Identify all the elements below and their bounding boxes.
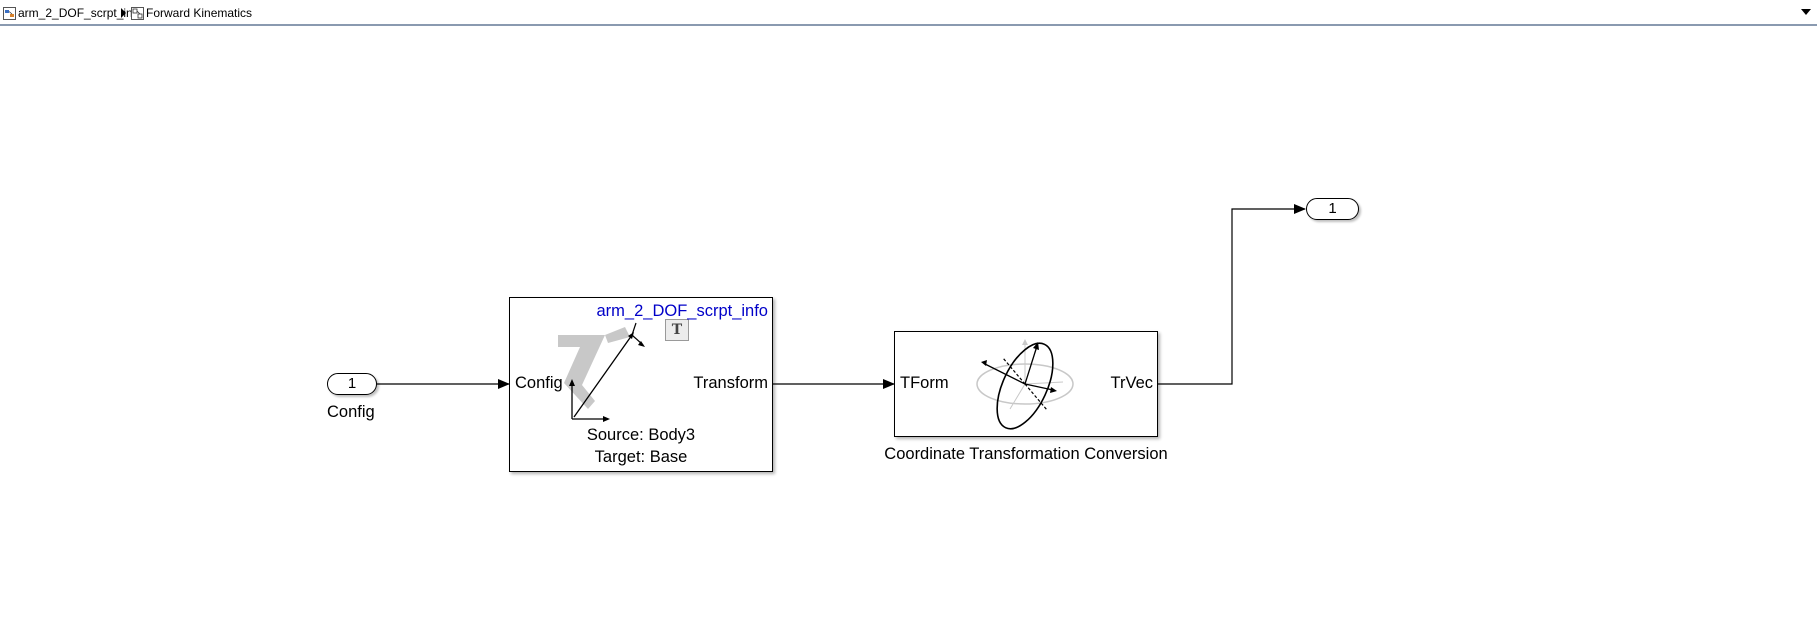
robot-arm-icon	[558, 322, 645, 422]
coordinate-transformation-conversion-label: Coordinate Transformation Conversion	[884, 445, 1168, 463]
signal-line-trvec[interactable]	[1157, 204, 1306, 385]
inport-config[interactable]: 1	[327, 373, 377, 395]
inport-number: 1	[347, 375, 357, 392]
get-transform-block[interactable]: T arm_2_DOF_scrpt_info Config Transform …	[509, 297, 773, 472]
subsystem-icon	[131, 6, 144, 20]
breadcrumb: arm_2_DOF_scrpt_info Forward Kinematics	[0, 0, 1817, 26]
input-port-label-tform: TForm	[900, 374, 949, 392]
source-label: Source: Body3	[586, 426, 696, 444]
model-name-label: arm_2_DOF_scrpt_info	[596, 302, 769, 320]
breadcrumb-item-subsystem[interactable]: Forward Kinematics	[131, 4, 252, 22]
coordinate-transformation-conversion-block[interactable]: TForm TrVec	[894, 331, 1158, 437]
inport-label: Config	[327, 403, 375, 421]
breadcrumb-dropdown-icon[interactable]	[1801, 9, 1811, 15]
output-port-label-transform: Transform	[693, 374, 768, 392]
breadcrumb-separator-icon	[121, 8, 126, 18]
output-port-label-trvec: TrVec	[1110, 374, 1153, 392]
outport-number: 1	[1328, 200, 1337, 217]
breadcrumb-label-subsystem: Forward Kinematics	[146, 6, 253, 20]
input-port-label-config: Config	[515, 374, 563, 392]
model-icon	[3, 6, 16, 20]
breadcrumb-item-model[interactable]: arm_2_DOF_scrpt_info	[3, 4, 143, 22]
target-label: Target: Base	[594, 448, 688, 466]
outport-trvec[interactable]: 1	[1306, 198, 1359, 220]
transform-badge-icon: T	[665, 319, 689, 341]
breadcrumb-label-model: arm_2_DOF_scrpt_info	[18, 6, 143, 20]
axes-ellipsoid-icon	[976, 339, 1074, 430]
